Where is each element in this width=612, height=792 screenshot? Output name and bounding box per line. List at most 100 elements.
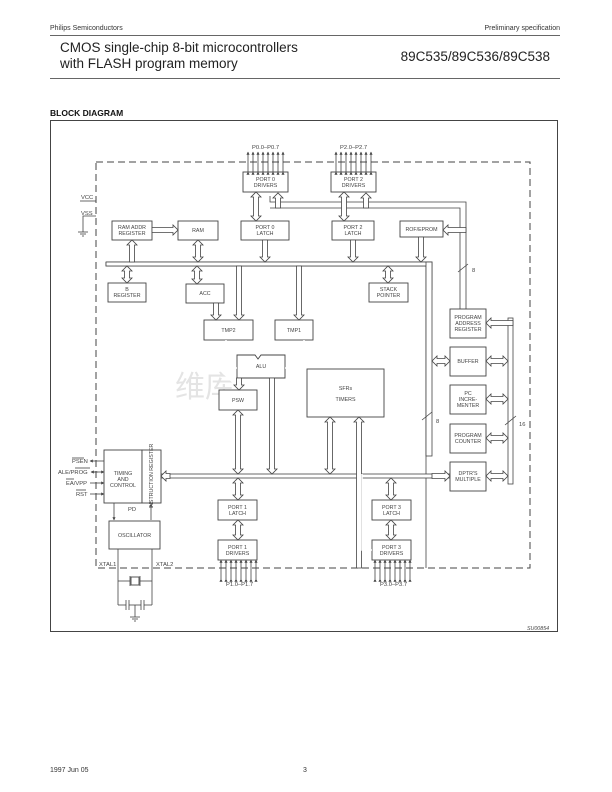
svg-text:OSCILLATOR: OSCILLATOR	[118, 533, 151, 539]
alu-block: ALU	[236, 354, 286, 379]
svg-text:PORT 1: PORT 1	[228, 505, 247, 511]
svg-text:PORT 3: PORT 3	[382, 505, 401, 511]
tmp2-block: TMP2	[203, 319, 254, 341]
oscillator-block: OSCILLATOR	[108, 520, 161, 550]
footer-date: 1997 Jun 05	[50, 767, 89, 774]
port2-latch-block: PORT 2 LATCH	[331, 220, 375, 241]
svg-text:DRIVERS: DRIVERS	[380, 551, 404, 557]
svg-text:STACK: STACK	[380, 287, 398, 293]
ramaddr-to-ram-arrow	[151, 224, 179, 236]
sp-bus-arrow	[382, 265, 394, 284]
bus-pipe-inner-2	[361, 474, 372, 551]
bus-tmp2-arrow	[233, 265, 245, 321]
buffer-block: BUFFER	[449, 346, 487, 377]
port1-drivers-block: PORT 1 DRIVERS	[217, 539, 258, 561]
document-status: Preliminary specification	[484, 25, 560, 32]
svg-text:POINTER: POINTER	[377, 293, 401, 299]
document-title: CMOS single-chip 8-bit microcontrollers …	[60, 40, 298, 72]
title-line-2: with FLASH program memory	[60, 56, 238, 71]
stack-pointer-block: STACK POINTER	[368, 282, 409, 303]
p3-pins-label: P3.0–P3.7	[380, 582, 407, 588]
ram-addr-register-block: RAM ADDR REGISTER	[111, 220, 153, 241]
rom-to-p2-arrow	[360, 192, 372, 209]
port1-latch-block: PORT 1 LATCH	[217, 499, 258, 521]
sfrs-timers-block: SFRs TIMERS	[306, 368, 385, 418]
figure-frame	[50, 120, 558, 632]
data-bus-bottom	[154, 473, 452, 479]
svg-text:LATCH: LATCH	[383, 511, 400, 517]
instruction-register-block: INSTRUCTION REGISTER	[141, 443, 162, 508]
svg-text:AND: AND	[117, 477, 128, 483]
part-numbers: 89C535/89C536/89C538	[400, 49, 550, 64]
svg-text:PORT 0: PORT 0	[256, 177, 275, 183]
svg-text:DRIVERS: DRIVERS	[254, 183, 278, 189]
rom-eprom-block: ROF/EPROM	[399, 220, 444, 238]
svg-text:REGISTER: REGISTER	[113, 293, 140, 299]
bus-connections	[121, 191, 514, 569]
svg-text:PROGRAM: PROGRAM	[454, 315, 481, 321]
data-bus-right	[425, 261, 433, 457]
rst-label: RST	[76, 492, 88, 498]
svg-text:PORT 2: PORT 2	[344, 225, 363, 231]
svg-text:REGISTER: REGISTER	[454, 327, 481, 333]
svg-text:PORT 1: PORT 1	[228, 545, 247, 551]
company-name: Philips Semiconductors	[50, 25, 123, 32]
bus-pipe-inner-0	[225, 340, 237, 369]
tmp1-block: TMP1	[274, 319, 314, 341]
bus-to-dptr-arrow	[431, 470, 451, 482]
svg-text:MENTER: MENTER	[457, 403, 480, 409]
header-rule-bottom	[50, 78, 560, 79]
svg-text:INCRE-: INCRE-	[459, 397, 477, 403]
bus-width-address: 16	[519, 422, 525, 428]
bus-p1latch-arrow	[232, 477, 244, 501]
svg-text:ALU: ALU	[256, 364, 266, 370]
svg-text:PORT 3: PORT 3	[382, 545, 401, 551]
acc-bus-arrow	[191, 265, 203, 285]
program-address-register-block: PROGRAM ADDRESS REGISTER	[449, 308, 487, 339]
dptr-addr-arrow	[485, 470, 509, 482]
bus-width-internal: 8	[436, 419, 439, 425]
section-title: BLOCK DIAGRAM	[50, 108, 124, 118]
svg-text:SFRs: SFRs	[339, 386, 353, 392]
xtal1-label: XTAL1	[99, 562, 116, 568]
svg-text:TMP1: TMP1	[287, 328, 301, 334]
pc-incrementer-block: PC INCRE- MENTER	[449, 384, 487, 415]
title-line-1: CMOS single-chip 8-bit microcontrollers	[60, 40, 298, 55]
crystal-network	[117, 549, 153, 622]
bus-p3latch-arrow	[385, 477, 397, 501]
alu-psw-arrow	[233, 377, 245, 391]
acc-block: ACC	[185, 283, 225, 304]
dptr-multiple-block: DPTR'S MULTIPLE	[449, 461, 487, 492]
bus-width-rom: 8	[472, 268, 475, 274]
p0latch-bus-arrow	[259, 239, 271, 263]
svg-text:DRIVERS: DRIVERS	[342, 183, 366, 189]
ram-bus-arrow	[192, 239, 204, 263]
rom-bus-arrow	[415, 236, 427, 263]
program-counter-block: PROGRAM COUNTER	[449, 423, 487, 454]
svg-text:COUNTER: COUNTER	[455, 439, 481, 445]
svg-text:CONTROL: CONTROL	[110, 483, 136, 489]
svg-text:PORT 2: PORT 2	[344, 177, 363, 183]
p3-latch-drivers-arrow	[385, 519, 397, 541]
par-to-rom-arrow	[442, 224, 467, 236]
addr-to-par-arrow	[485, 317, 514, 329]
psen-label: PSEN	[72, 459, 88, 465]
p2latch-bus-arrow	[347, 239, 359, 263]
svg-text:INSTRUCTION REGISTER: INSTRUCTION REGISTER	[149, 443, 155, 508]
psw-block: PSW	[218, 389, 258, 411]
svg-text:ADDRESS: ADDRESS	[455, 321, 481, 327]
bus-to-ir-arrow	[160, 470, 171, 482]
vcc-label: VCC	[81, 195, 93, 201]
svg-text:TIMERS: TIMERS	[335, 397, 355, 403]
svg-text:DPTR'S: DPTR'S	[459, 471, 478, 477]
port3-drivers-block: PORT 3 DRIVERS	[371, 539, 412, 561]
port0-drivers-block: PORT 0 DRIVERS	[242, 171, 289, 193]
svg-text:RAM ADDR: RAM ADDR	[118, 225, 146, 231]
svg-text:PORT 0: PORT 0	[256, 225, 275, 231]
svg-text:B: B	[125, 287, 129, 293]
bus-tmp1-arrow	[293, 265, 305, 321]
bus-buffer-arrow	[431, 355, 451, 367]
buffer-addr-arrow	[485, 355, 509, 367]
svg-text:BUFFER: BUFFER	[457, 359, 478, 365]
